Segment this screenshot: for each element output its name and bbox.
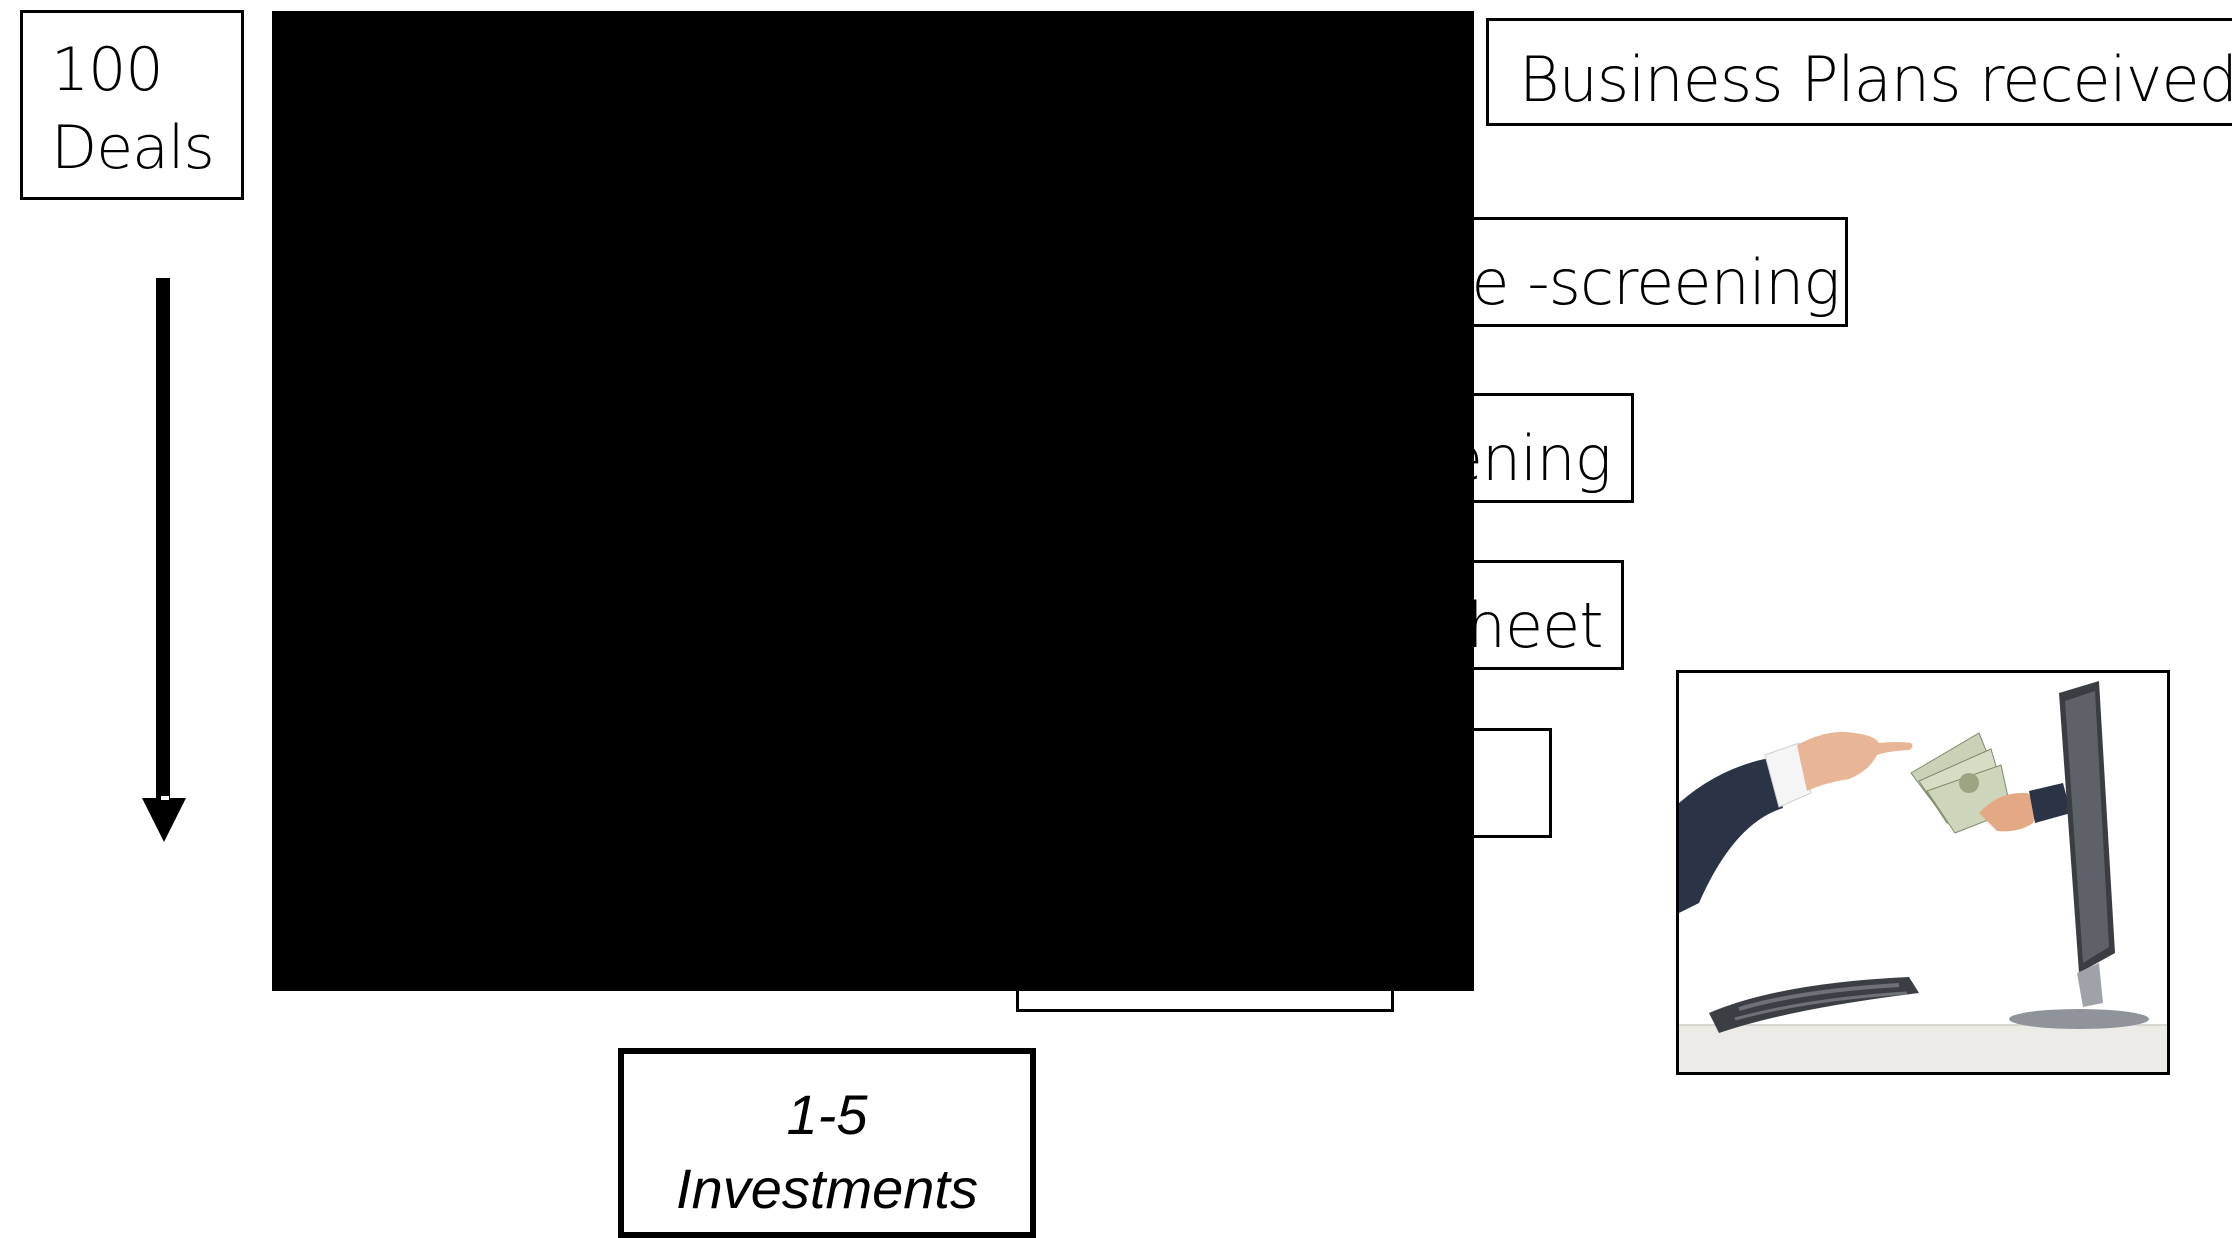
down-arrow-icon <box>142 278 186 842</box>
stage-box-obscured <box>1462 728 1552 838</box>
investment-photo <box>1676 670 2170 1075</box>
redaction-block <box>272 11 1474 991</box>
deals-count: 100 <box>51 35 164 105</box>
investments-range: 1-5 <box>786 1083 868 1146</box>
hand-with-money-from-monitor-icon <box>1679 673 2167 1072</box>
investments-result-box: 1-5 Investments <box>618 1048 1036 1238</box>
deals-count-box: 100 Deals <box>20 10 244 200</box>
stage-business-plans: Business Plans received <box>1486 18 2232 126</box>
stage-business-plans-label: Business Plans received <box>1519 43 2232 116</box>
deals-label: Deals <box>51 113 215 183</box>
investments-label: Investments <box>676 1157 978 1220</box>
stage-pre-screening-label: Pre -screening <box>1413 246 1840 319</box>
